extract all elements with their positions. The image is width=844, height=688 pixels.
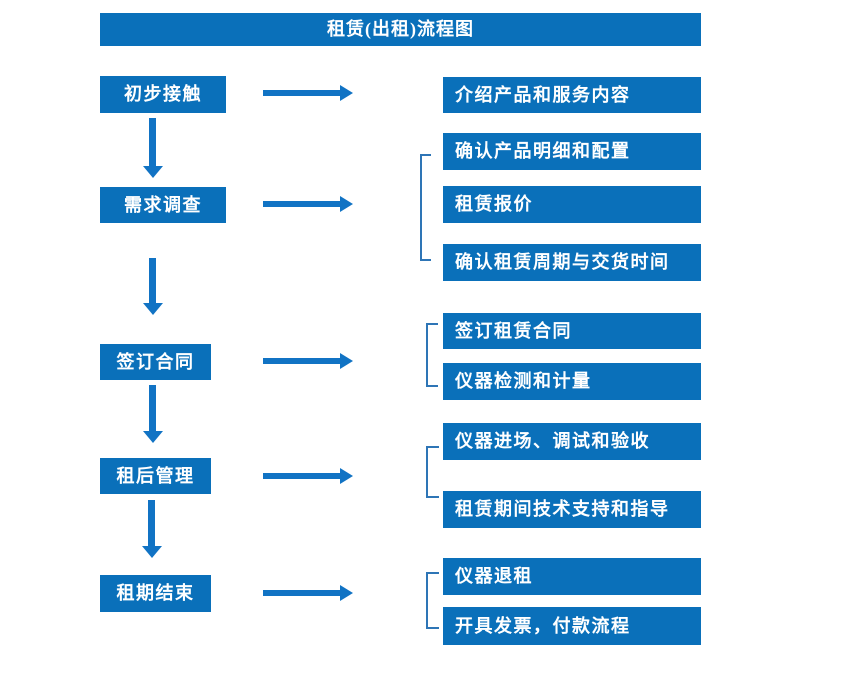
output-box-instrument-return: 仪器退租 [443,558,701,595]
output-box-technical-support-guidance: 租赁期间技术支持和指导 [443,491,701,528]
step-box-post-rental-management: 租后管理 [100,458,211,494]
bracket-sign-contract-group [426,323,438,387]
step-box-rental-end: 租期结束 [100,575,211,612]
output-box-instrument-testing-metering: 仪器检测和计量 [443,363,701,400]
bracket-rental-end-group [426,572,439,629]
bracket-demand-survey-group [420,154,431,261]
right-arrow-icon-5 [263,590,340,596]
output-box-rental-quotation: 租赁报价 [443,186,701,223]
down-arrow-icon-4 [148,500,155,546]
output-box-sign-rental-contract: 签订租赁合同 [443,313,701,349]
down-arrow-icon-3 [149,385,156,431]
right-arrow-icon-1 [263,90,340,96]
step-box-sign-contract: 签订合同 [100,344,211,380]
step-box-demand-survey: 需求调查 [100,187,226,223]
step-box-initial-contact: 初步接触 [100,76,226,113]
bracket-post-rental-group [426,446,439,498]
output-box-introduce-products-services: 介绍产品和服务内容 [443,77,701,113]
down-arrow-icon-2 [149,258,156,303]
output-box-confirm-product-details: 确认产品明细和配置 [443,133,701,170]
output-box-instrument-setup-acceptance: 仪器进场、调试和验收 [443,423,701,460]
output-box-confirm-rental-period-delivery: 确认租赁周期与交货时间 [443,244,701,281]
right-arrow-icon-3 [263,358,340,364]
down-arrow-icon-1 [149,118,156,166]
flowchart-title: 租赁(出租)流程图 [100,13,701,46]
output-box-invoice-payment-process: 开具发票，付款流程 [443,607,701,645]
right-arrow-icon-2 [263,201,340,207]
right-arrow-icon-4 [263,473,340,479]
